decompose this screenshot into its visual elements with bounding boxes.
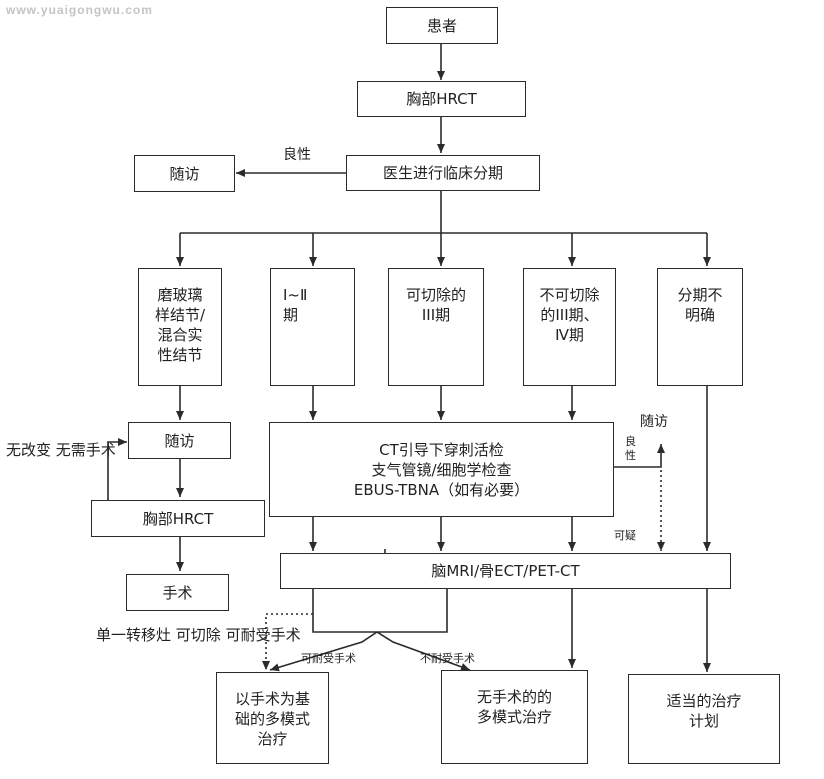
watermark: www.yuaigongwu.com: [6, 3, 153, 17]
node-clinical-staging-text: 医生进行临床分期: [382, 164, 503, 182]
node-ggo-line-2: 样结节/: [154, 306, 206, 324]
arrow-intolerable: [376, 631, 471, 671]
node-resectable-3: 可切除的 III期: [388, 268, 484, 386]
node-patient: 患者: [386, 7, 498, 44]
label-follow-up-right: 随访: [640, 414, 668, 430]
node-multimodal-surgery-line-2: 础的多模式: [234, 710, 310, 728]
node-biopsy-line-1: CT引导下穿刺活检: [379, 440, 504, 459]
node-unclear-stage: 分期不 明确: [657, 268, 743, 386]
label-benign-top: 良性: [283, 147, 311, 163]
node-follow-up-top: 随访: [134, 155, 235, 192]
node-multimodal-surgery-line-3: 治疗: [257, 730, 288, 748]
label-benign-right-2: 性: [625, 449, 636, 462]
node-treatment-plan-line-1: 适当的治疗: [666, 692, 742, 710]
node-stage-1-2: Ⅰ~Ⅱ 期: [270, 268, 355, 386]
node-non-surgical: 无手术的的 多模式治疗: [441, 670, 588, 764]
node-follow-up-mid-text: 随访: [164, 431, 195, 450]
node-surgery-text: 手术: [162, 583, 193, 602]
node-clinical-staging: 医生进行临床分期: [346, 155, 540, 191]
node-treatment-plan-line-2: 计划: [688, 712, 719, 730]
node-multimodal-surgery-line-1: 以手术为基: [234, 690, 310, 708]
note-no-change-line-2: 无需手术: [55, 441, 116, 459]
node-ggo-line-1: 磨玻璃: [157, 286, 203, 304]
node-multimodal-surgery: 以手术为基 础的多模式 治疗: [216, 672, 329, 764]
arrow-dotted-multimodal: [262, 613, 313, 670]
node-ggo-line-4: 性结节: [157, 346, 203, 364]
node-chest-hrct-top: 胸部HRCT: [357, 81, 526, 117]
note-single-metastasis-line-2: 可切除: [175, 626, 221, 644]
arrow-tolerable: [269, 631, 378, 672]
node-unresectable-line-2: 的III期、: [540, 306, 599, 324]
node-unresectable-line-1: 不可切除: [539, 286, 600, 304]
node-chest-hrct-top-text: 胸部HRCT: [406, 90, 477, 108]
arrow-loop-back: [107, 438, 127, 500]
node-surgery: 手术: [126, 574, 229, 611]
node-brain-mri-text: 脑MRI/骨ECT/PET-CT: [431, 562, 580, 580]
node-unclear-stage-line-1: 分期不: [677, 286, 723, 304]
node-non-surgical-line-1: 无手术的的: [476, 688, 552, 706]
node-unclear-stage-line-2: 明确: [684, 306, 715, 324]
node-unresectable-line-3: Ⅳ期: [555, 326, 584, 344]
node-non-surgical-line-2: 多模式治疗: [476, 708, 552, 726]
node-biopsy-line-2: 支气管镜/细胞学检查: [371, 460, 512, 479]
node-brain-mri: 脑MRI/骨ECT/PET-CT: [280, 553, 731, 589]
node-ggo: 磨玻璃 样结节/ 混合实 性结节: [138, 268, 222, 386]
node-stage-1-2-line-2: 期: [283, 306, 299, 324]
note-single-metastasis-line-1: 单一转移灶: [96, 626, 172, 644]
node-follow-up-top-text: 随访: [169, 164, 200, 183]
node-chest-hrct-left: 胸部HRCT: [91, 500, 265, 537]
node-resectable-3-line-2: III期: [421, 306, 451, 324]
note-no-change: 无改变 无需手术: [6, 440, 116, 460]
node-patient-text: 患者: [426, 16, 457, 35]
label-suspicious: 可疑: [614, 529, 636, 542]
node-biopsy-line-3: EBUS-TBNA（如有必要）: [353, 480, 530, 499]
label-intolerable: 不耐受手术: [420, 652, 475, 665]
arrow-biopsy-benign-followup: [614, 444, 665, 468]
line-imaging-bracket: [312, 589, 448, 633]
node-stage-1-2-line-1: Ⅰ~Ⅱ: [283, 286, 308, 304]
note-no-change-line-1: 无改变: [6, 441, 52, 459]
node-chest-hrct-left-text: 胸部HRCT: [142, 509, 214, 528]
node-treatment-plan: 适当的治疗 计划: [628, 674, 780, 764]
node-follow-up-mid: 随访: [128, 422, 231, 459]
note-single-metastasis-line-3: 可耐受手术: [225, 626, 301, 644]
node-unresectable: 不可切除 的III期、 Ⅳ期: [523, 268, 616, 386]
label-tolerable: 可耐受手术: [301, 652, 356, 665]
node-ggo-line-3: 混合实: [157, 326, 203, 344]
node-biopsy: CT引导下穿刺活检 支气管镜/细胞学检查 EBUS-TBNA（如有必要）: [269, 422, 614, 517]
label-benign-right-1: 良: [625, 435, 636, 448]
node-resectable-3-line-1: 可切除的: [405, 286, 466, 304]
note-single-metastasis: 单一转移灶 可切除 可耐受手术: [96, 625, 301, 645]
